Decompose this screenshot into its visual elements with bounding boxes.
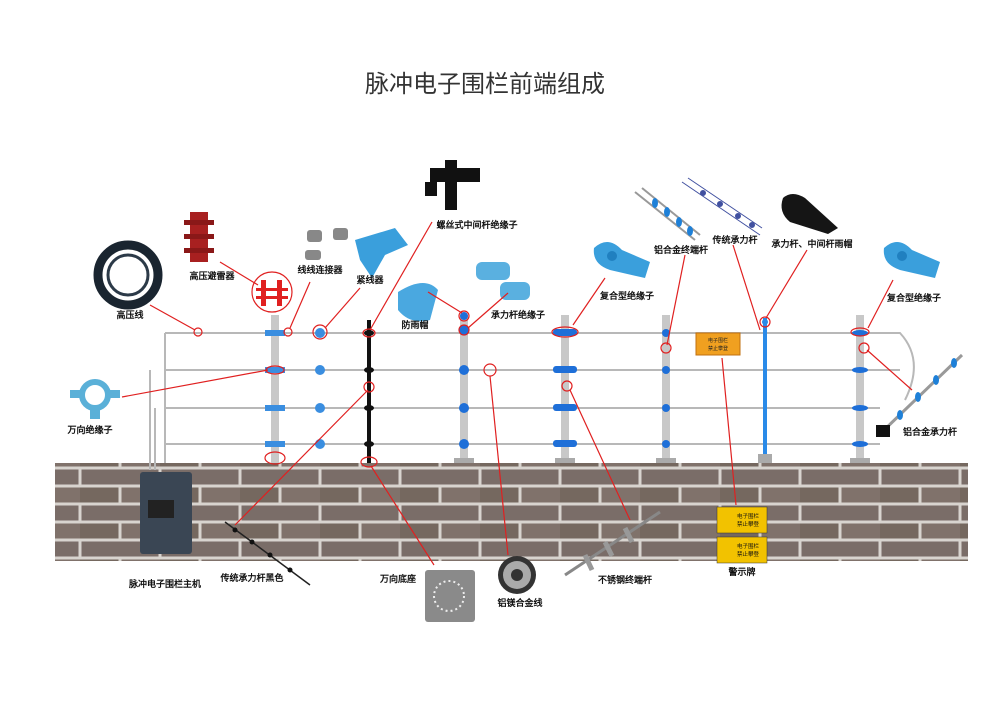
- label-composite-insulator-1: 复合型绝缘子: [599, 290, 654, 302]
- label-wire-connector: 线线连接器: [297, 264, 343, 276]
- universal-insulator-image: [70, 379, 120, 419]
- svg-text:禁止攀登: 禁止攀登: [737, 550, 760, 558]
- composite-insulator-image-1: [593, 241, 650, 278]
- label-high-voltage-wire: 高压线: [116, 309, 143, 321]
- label-rain-cap: 防雨帽: [401, 319, 428, 331]
- post-860: [850, 315, 870, 463]
- stainless-end-post-image: [564, 510, 661, 577]
- label-traditional-strain-post: 传统承力杆: [711, 234, 757, 246]
- host-controller-image: [140, 472, 192, 554]
- traditional-post-image: [681, 177, 763, 236]
- label-lightning-arrester: 高压避雷器: [189, 270, 235, 282]
- arrester-symbol: [251, 271, 293, 313]
- page-title: 脉冲电子围栏前端组成: [365, 70, 605, 98]
- label-composite-insulator-2: 复合型绝缘子: [886, 292, 941, 304]
- svg-text:禁止攀登: 禁止攀登: [708, 345, 728, 352]
- arrester-post: [265, 315, 285, 463]
- fence-posts: [265, 312, 870, 463]
- fence-warning-sign: 电子围栏 禁止攀登: [695, 332, 741, 356]
- label-host: 脉冲电子围栏主机: [128, 578, 201, 590]
- label-stainless-end-post: 不锈钢终端杆: [598, 574, 652, 586]
- label-universal-base: 万向底座: [379, 573, 416, 585]
- label-tensioner: 紧线器: [356, 274, 384, 286]
- wire-coil-image: [93, 240, 163, 310]
- strain-insulator-image: [476, 262, 530, 300]
- svg-text:电子围栏: 电子围栏: [708, 337, 728, 344]
- fence-wires: [149, 332, 915, 470]
- callouts: [121, 221, 913, 566]
- label-traditional-post-black: 传统承力杆黑色: [219, 572, 283, 584]
- arrester-image: [184, 212, 214, 262]
- svg-text:电子围栏: 电子围栏: [737, 542, 760, 550]
- black-post-image: [224, 521, 311, 586]
- svg-text:禁止攀登: 禁止攀登: [737, 520, 760, 528]
- label-aluminum-strain-post: 铝合金承力杆: [903, 426, 957, 438]
- label-aluminum-end-post: 铝合金终端杆: [654, 244, 708, 256]
- composite-insulator-image-2: [883, 241, 940, 278]
- post-565: [553, 315, 577, 463]
- label-post-rain-cap: 承力杆、中间杆雨帽: [771, 238, 852, 250]
- component-labels: 高压线 高压避雷器 线线连接器 紧线器 螺丝式中间杆绝缘子 防雨帽 承力杆绝缘子…: [66, 219, 957, 609]
- label-alloy-wire: 铝镁合金线: [497, 597, 542, 609]
- brick-wall: [55, 463, 968, 561]
- aluminum-end-post-image: [634, 187, 701, 241]
- label-warning-sign: 警示牌: [728, 566, 755, 578]
- connector-image: [305, 228, 348, 260]
- universal-base-image: [425, 570, 475, 622]
- label-screw-insulator: 螺丝式中间杆绝缘子: [436, 219, 517, 231]
- blue-post: [758, 318, 772, 463]
- label-universal-insulator: 万向绝缘子: [66, 424, 112, 436]
- aluminum-strain-post-image: [876, 353, 964, 437]
- svg-text:电子围栏: 电子围栏: [737, 512, 760, 520]
- label-strain-post-insulator: 承力杆绝缘子: [491, 309, 545, 321]
- post-666: [656, 315, 676, 463]
- screw-insulator-image: [425, 160, 480, 210]
- tensioner-image: [355, 228, 408, 278]
- post-464: [454, 312, 474, 463]
- rain-cap-image: [398, 282, 438, 322]
- post-rain-cap-image: [781, 194, 838, 234]
- tensioner-set: [315, 328, 325, 449]
- alloy-wire-spool-image: [498, 556, 536, 594]
